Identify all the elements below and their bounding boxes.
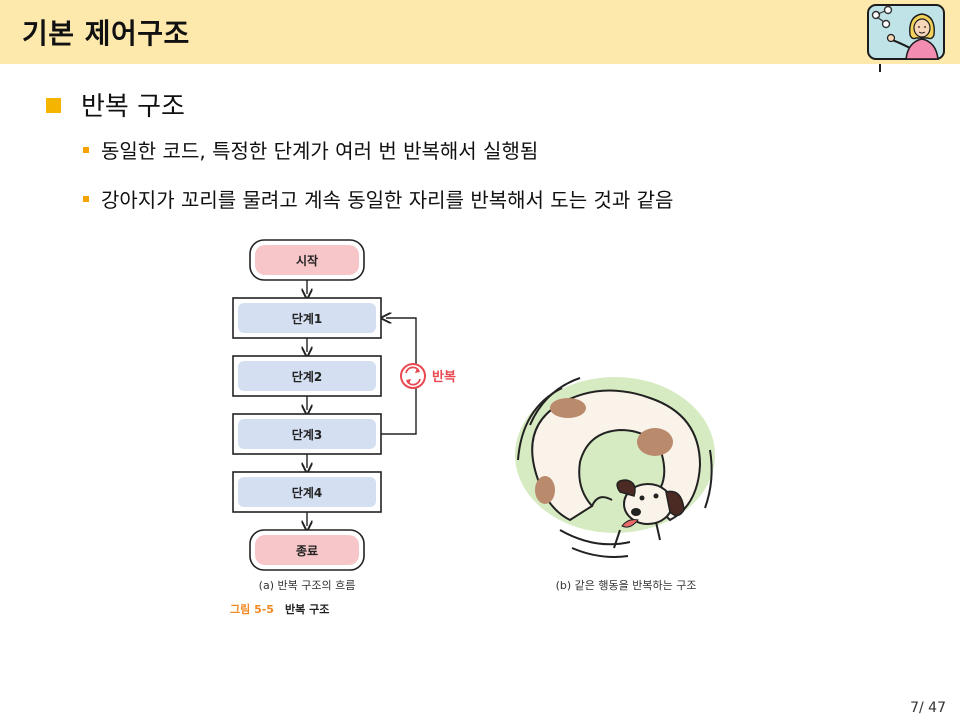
bullet-text: 동일한 코드, 특정한 단계가 여러 번 반복해서 실행됨 (101, 139, 539, 163)
start-label: 시작 (296, 253, 318, 268)
figure-number: 그림 5-5 (230, 603, 274, 616)
bullet-text: 강아지가 꼬리를 물려고 계속 동일한 자리를 반복해서 도는 것과 같음 (101, 188, 674, 212)
step-label: 단계3 (292, 427, 322, 442)
loop-icon (400, 363, 426, 389)
caption-a: (a) 반복 구조의 흐름 (259, 579, 356, 592)
presenter-avatar-icon (867, 4, 945, 72)
end-label: 종료 (296, 544, 318, 558)
section-heading: 반복 구조 (46, 86, 185, 123)
bullet-item: 강아지가 꼬리를 물려고 계속 동일한 자리를 반복해서 도는 것과 같음 (83, 184, 673, 213)
loop-structure-figure: 시작 단계1 단계2 단계3 단계4 종료 (230, 239, 715, 616)
step-label: 단계1 (292, 311, 322, 326)
step-label: 단계4 (292, 485, 322, 500)
bullet-square-icon (46, 98, 61, 113)
page-number: 7/ 47 (910, 700, 946, 716)
step-label: 단계2 (292, 369, 322, 384)
caption-b: (b) 같은 행동을 반복하는 구조 (556, 578, 697, 592)
flowchart: 시작 단계1 단계2 단계3 단계4 종료 (232, 239, 456, 592)
slide-header: 기본 제어구조 (0, 0, 960, 72)
heading-text: 반복 구조 (81, 92, 185, 122)
figure-title: 반복 구조 (285, 602, 329, 616)
bullet-square-icon (83, 195, 89, 202)
bullet-item: 동일한 코드, 특정한 단계가 여러 번 반복해서 실행됨 (83, 135, 538, 164)
bullet-square-icon (83, 146, 89, 153)
loop-label: 반복 (432, 369, 456, 385)
dog-chasing-tail-illustration (515, 377, 715, 558)
slide-title: 기본 제어구조 (22, 17, 190, 50)
